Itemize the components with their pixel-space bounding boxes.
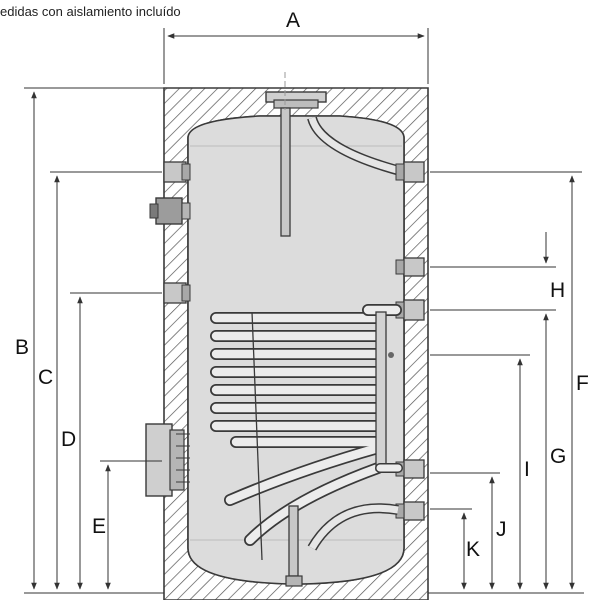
inspection-flange (145, 423, 190, 497)
label-i: I (524, 458, 530, 481)
bottom-drain-fitting (285, 505, 303, 587)
label-g: G (550, 445, 566, 468)
label-a: A (286, 9, 300, 32)
right-fitting-h (395, 257, 425, 277)
diagram-caption: edidas con aislamiento incluído (0, 4, 181, 19)
left-sensor-fitting (163, 282, 191, 304)
label-b: B (15, 336, 29, 359)
right-cold-inlet-fitting (395, 501, 425, 521)
top-anode-fitting (265, 72, 327, 237)
label-d: D (61, 428, 76, 451)
label-j: J (496, 518, 507, 541)
label-f: F (576, 372, 589, 395)
label-c: C (38, 366, 53, 389)
dimension-a (163, 28, 429, 84)
left-fitting-upper (163, 161, 191, 183)
left-recirculation-fitting (149, 197, 191, 225)
heat-exchanger-coil (210, 304, 403, 561)
label-h: H (550, 279, 565, 302)
label-k: K (466, 538, 480, 561)
right-fitting-top (395, 161, 425, 183)
sensor-point (388, 352, 394, 358)
label-e: E (92, 515, 106, 538)
